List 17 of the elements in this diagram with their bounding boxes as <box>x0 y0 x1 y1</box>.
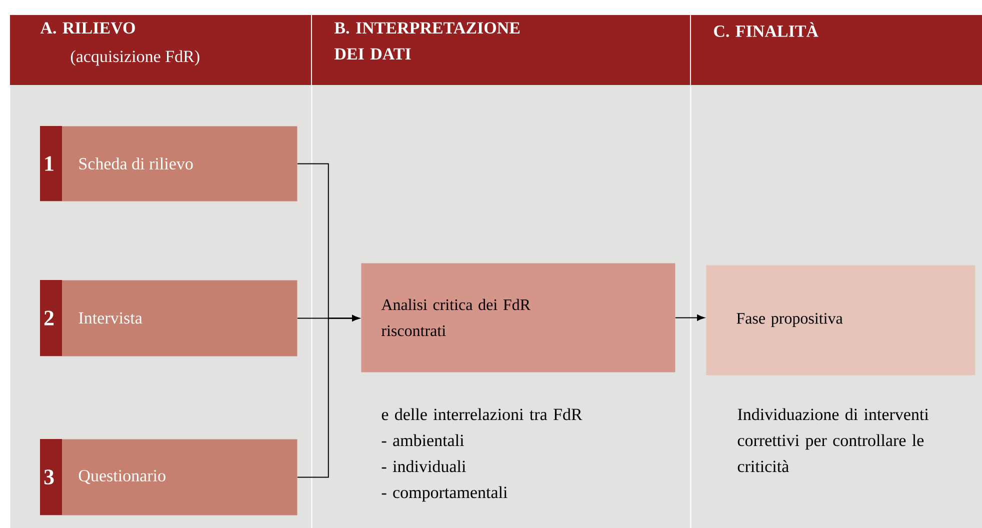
node-label: C. FINALITÀ <box>714 22 818 38</box>
node-label: - comportamentali <box>382 486 508 502</box>
numbered-box: 3 Questionario <box>40 439 298 516</box>
numbered-box: 1 Scheda di rilievo <box>40 126 298 202</box>
process-box: Fase propositiva <box>706 265 976 376</box>
node-label: (acquisizione FdR) <box>70 50 200 66</box>
note-text: e delle interrelazioni tra FdR - ambientali - individuali - comportamentali <box>382 408 582 502</box>
node-label: - individuali <box>382 460 466 472</box>
numbered-box: 2 Intervista <box>40 280 298 356</box>
node-label: A. RILIEVO <box>40 22 135 34</box>
node-label: B. INTERPRETAZIONE DEI DATI <box>334 22 520 60</box>
node-label: - ambientali <box>382 434 464 446</box>
note-text: Individuazione di interventi correttivi per controllare le criticità <box>738 408 929 472</box>
process-box: Analisi critica dei FdR riscontrati <box>361 263 676 372</box>
arrow <box>674 314 705 321</box>
arrow <box>296 315 360 478</box>
node-label: e delle interrelazioni tra FdR <box>382 408 582 420</box>
